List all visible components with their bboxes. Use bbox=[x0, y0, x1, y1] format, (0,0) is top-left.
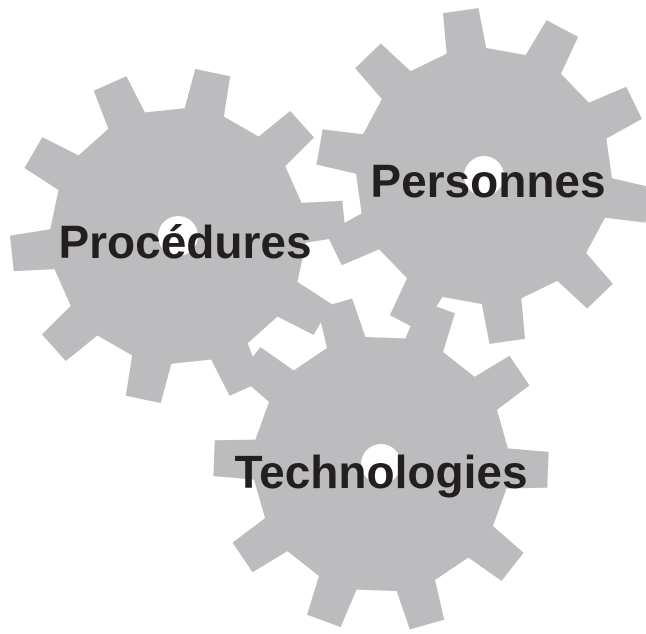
gear-personnes-hole bbox=[464, 156, 504, 196]
gear-procedures-hole bbox=[158, 216, 198, 256]
gear-procedures: Procédures bbox=[10, 68, 346, 404]
gear-personnes: Personnes bbox=[316, 8, 646, 344]
gear-technologies: Technologies bbox=[213, 298, 549, 630]
gear-procedures-label: Procédures bbox=[58, 216, 311, 268]
gear-personnes-label: Personnes bbox=[370, 155, 605, 207]
gear-technologies-label: Technologies bbox=[234, 446, 527, 498]
gear-technologies-hole bbox=[361, 444, 401, 484]
